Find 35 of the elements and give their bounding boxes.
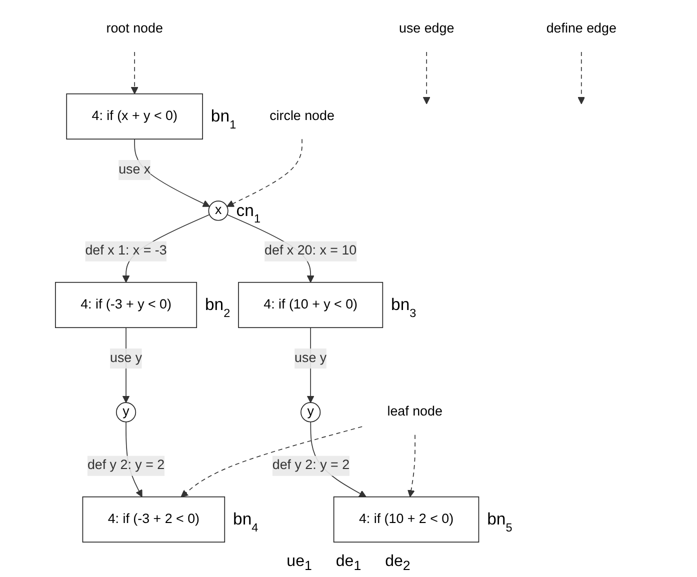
node-circle: x xyxy=(208,200,228,221)
edge-label: def x 1: x = -3 xyxy=(85,244,167,258)
arrow xyxy=(226,138,302,207)
arrow xyxy=(408,434,416,498)
arrow xyxy=(578,52,586,104)
node-text: use edge xyxy=(399,22,454,36)
edge-label: use y xyxy=(110,351,142,366)
node-box: 4: if (-3 + y < 0) xyxy=(55,282,198,328)
node-box: 4: if (-3 + 2 < 0) xyxy=(82,496,226,543)
edge-name-label: de$_{2}$ xyxy=(385,552,410,573)
node-box: 4: if (10 + y < 0) xyxy=(238,282,384,328)
edge-label: def x 20: x = 10 xyxy=(264,244,357,258)
node-text: define edge xyxy=(546,22,616,36)
edge-name-label: ue$_{1}$ xyxy=(286,552,312,573)
node-name-label: bn$_{5}$ xyxy=(487,510,512,534)
node-name-label: bn$_{2}$ xyxy=(204,295,230,320)
edge-label: use x xyxy=(118,162,151,177)
arrow xyxy=(180,426,363,498)
node-name-label: bn$_{1}$ xyxy=(210,106,236,131)
edge-label: use y xyxy=(294,351,327,366)
node-box: 4: if (10 + 2 < 0) xyxy=(333,496,480,543)
node-text: circle node xyxy=(270,108,334,124)
node-circle: y xyxy=(300,402,321,422)
node-name-label: bn$_{3}$ xyxy=(391,295,416,320)
arrow xyxy=(130,52,138,94)
edge-label: def y 2: y = 2 xyxy=(87,458,165,473)
edge-name-label: de$_{1}$ xyxy=(336,552,362,573)
arrow xyxy=(422,52,430,104)
node-name-label: cn$_{1}$ xyxy=(236,200,261,226)
node-text: root node xyxy=(106,22,163,36)
node-box: 4: if (x + y < 0) xyxy=(66,93,203,140)
node-text: leaf node xyxy=(387,404,442,419)
node-name-label: bn$_{4}$ xyxy=(233,510,258,534)
node-circle: y xyxy=(116,402,136,422)
edge-label: def y 2: y = 2 xyxy=(272,458,350,473)
